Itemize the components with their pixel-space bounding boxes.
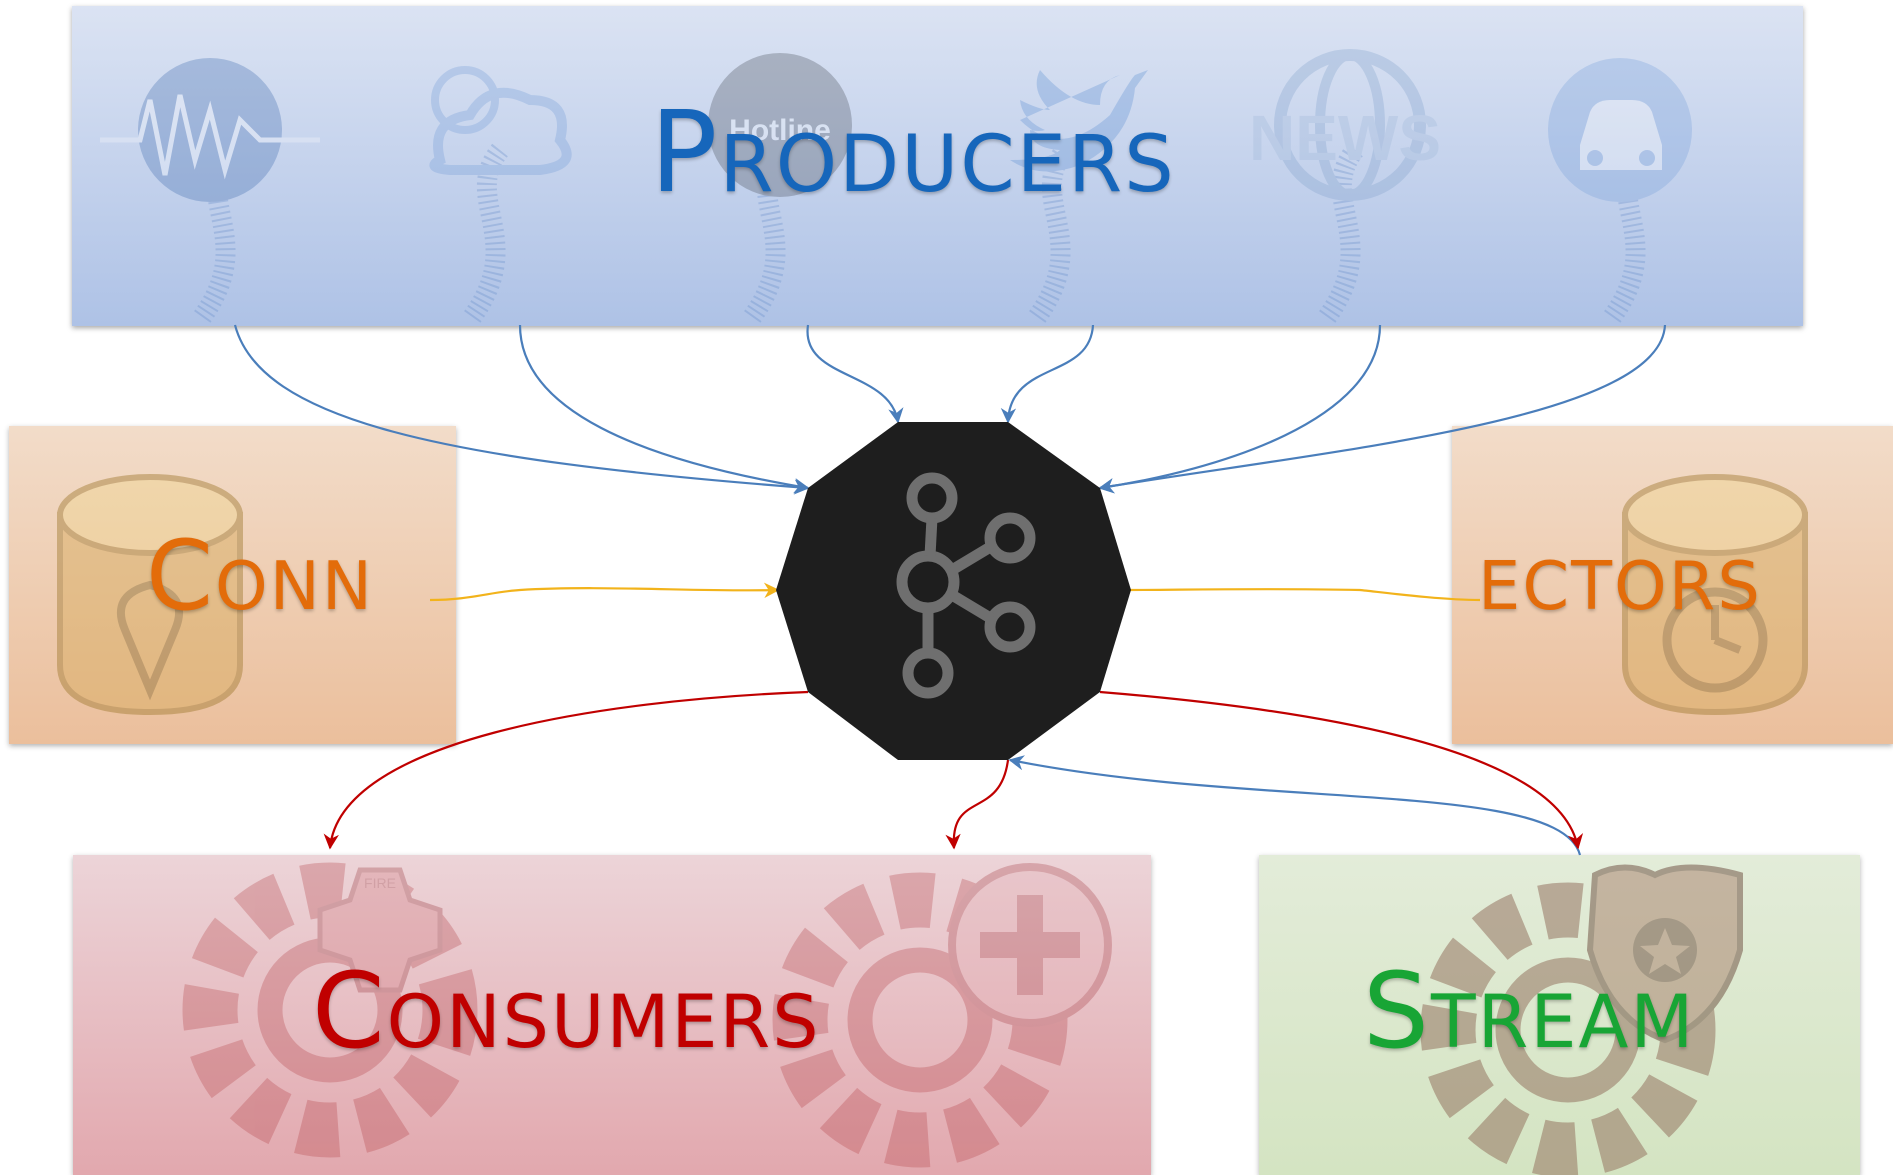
svg-text:FIRE: FIRE: [364, 875, 396, 891]
consumers-label: Consumers: [312, 950, 821, 1072]
database-location-icon: [57, 474, 243, 716]
stream-label: Stream: [1363, 950, 1696, 1072]
arrow-connector-left: [429, 582, 780, 602]
arrow-stream: [1099, 690, 1584, 850]
connectors-right-panel: [1452, 426, 1893, 744]
svg-text:Hotline: Hotline: [729, 114, 831, 147]
connector-icons: [57, 474, 1808, 716]
arrow-consumer-1: [323, 690, 809, 850]
arrow-producer-5: [1098, 324, 1382, 494]
consumer-icons: FIRE: [182, 862, 1112, 1168]
producers-panel: [72, 6, 1803, 326]
arrow-consumer-2: [945, 759, 1010, 850]
arrow-stream-feedback: [1008, 755, 1582, 856]
police-badge-gear-icon: [1420, 864, 1743, 1175]
connector-arrows: [429, 582, 1481, 602]
arrow-producer-1: [233, 324, 810, 495]
arrow-producer-4: [1000, 324, 1095, 424]
connectors-left-panel: [9, 426, 456, 744]
arrow-connector-right: [1127, 588, 1481, 602]
twitter-icon: [1010, 70, 1148, 172]
arrow-producer-3: [806, 324, 904, 424]
svg-text:NEWS: NEWS: [1249, 102, 1441, 174]
arrow-producer-6: [1098, 324, 1667, 494]
consumer-arrows: [323, 690, 1584, 850]
database-clock-icon: [1622, 474, 1808, 716]
weather-icon: [429, 66, 572, 175]
arrow-producer-2: [518, 324, 810, 494]
producers-label: Producers: [650, 88, 1176, 218]
kafka-logo-icon: [896, 472, 1036, 699]
consumers-panel: [73, 855, 1151, 1175]
hotline-icon: Hotline: [708, 53, 852, 197]
medical-gear-icon: [772, 863, 1112, 1168]
producer-icons: Hotline NEWS: [100, 49, 1692, 326]
connectors-left-label: Conn: [146, 520, 375, 632]
fire-department-gear-icon: FIRE: [182, 862, 478, 1158]
connectors-right-label: ectors: [1478, 520, 1762, 632]
producer-arrows: [233, 324, 1667, 856]
seismograph-globe-icon: [100, 58, 320, 202]
car-icon: [1548, 58, 1692, 202]
kafka-hub: [776, 422, 1131, 760]
news-globe-icon: NEWS: [1249, 49, 1441, 201]
